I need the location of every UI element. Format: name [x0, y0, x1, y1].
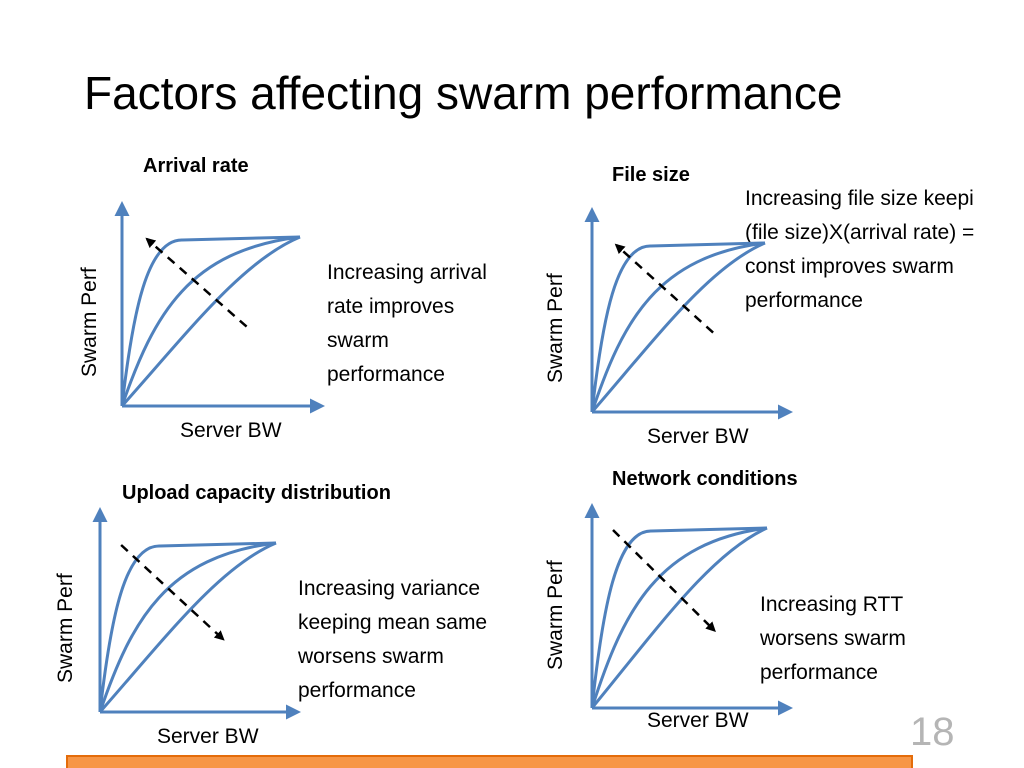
performance-curve [98, 541, 277, 713]
performance-curve [120, 235, 301, 407]
performance-curve [98, 541, 277, 713]
performance-curve [590, 241, 766, 413]
panel-title-arrival-rate: Arrival rate [143, 155, 249, 177]
description-line: worsens swarm [760, 627, 906, 650]
panel-description-upload-capacity: Increasing variance keeping mean same wo… [298, 572, 487, 708]
panel-description-arrival-rate: Increasing arrival rate improves swarm p… [327, 256, 487, 392]
description-line: Increasing variance [298, 577, 481, 600]
description-line: swarm [327, 329, 389, 352]
description-line: performance [760, 661, 878, 684]
panel-title-upload-capacity: Upload capacity distribution [122, 482, 391, 504]
slide-title: Factors affecting swarm performance [84, 67, 843, 119]
description-line: rate improves [327, 295, 455, 318]
performance-curve [120, 235, 301, 407]
trend-arrow [120, 544, 225, 641]
trend-arrow [612, 529, 716, 633]
description-line: performance [745, 289, 863, 312]
description-line: Increasing file size keepi [745, 187, 974, 210]
performance-curve [590, 526, 768, 709]
description-line: Increasing RTT [760, 593, 904, 616]
description-line: (file size)X(arrival rate) = [745, 221, 975, 244]
x-axis-label: Server BW [157, 725, 259, 748]
performance-curve [590, 526, 768, 709]
trend-arrow [614, 243, 714, 334]
description-line: const improves swarm [745, 255, 954, 278]
x-axis-label: Server BW [647, 425, 749, 448]
page-number: 18 [910, 710, 955, 754]
panel-description-file-size: Increasing file size keepi (file size)X(… [745, 182, 1024, 318]
performance-curve [590, 241, 766, 413]
performance-curve [590, 241, 766, 413]
trend-arrow [145, 237, 248, 328]
panel-description-network-conditions: Increasing RTT worsens swarm performance [760, 588, 906, 690]
performance-curve [120, 235, 301, 407]
performance-curve [590, 526, 768, 709]
footer-bar [66, 755, 913, 768]
panel-title-file-size: File size [612, 164, 690, 186]
description-line: performance [327, 363, 445, 386]
performance-curve [98, 541, 277, 713]
description-line: keeping mean same [298, 611, 488, 634]
description-line: Increasing arrival [327, 261, 487, 284]
x-axis-label: Server BW [180, 419, 282, 442]
panel-title-network-conditions: Network conditions [612, 468, 798, 490]
description-line: worsens swarm [298, 645, 444, 668]
description-line: performance [298, 679, 416, 702]
x-axis-label: Server BW [647, 709, 749, 732]
